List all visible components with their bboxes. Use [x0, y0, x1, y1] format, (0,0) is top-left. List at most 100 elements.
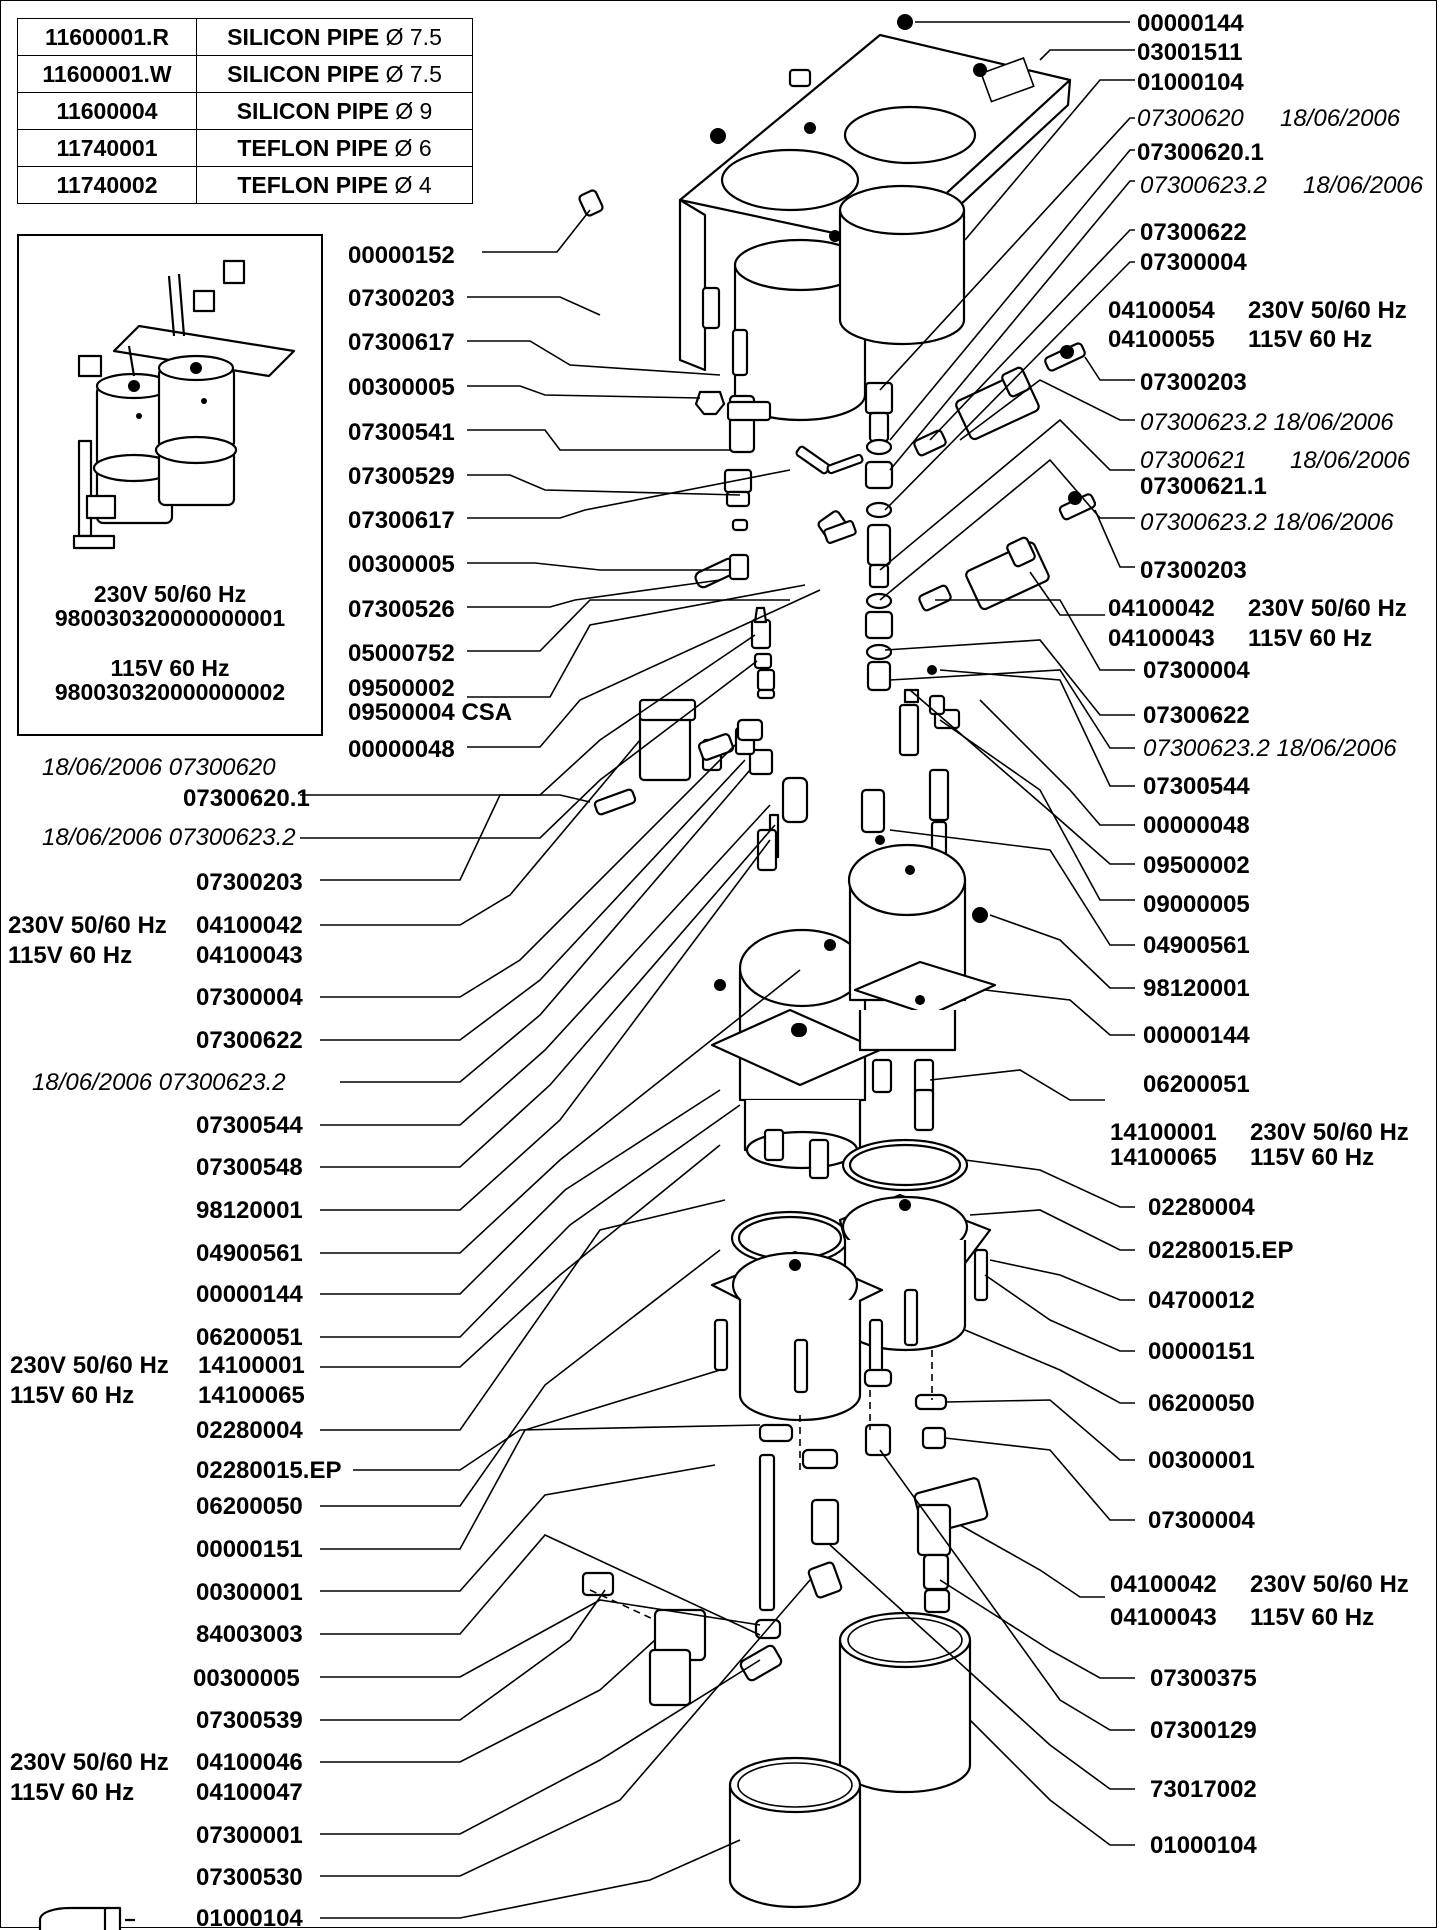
part-label: 06200050 — [196, 1493, 303, 1520]
part-label: 98120001 — [1143, 975, 1250, 1002]
voltage-label: 230V 50/60 Hz — [1248, 595, 1407, 622]
dated-part-label: 07300623.2 18/06/2006 — [1140, 509, 1394, 536]
part-label: 07300622 — [196, 1027, 303, 1054]
part-label: 04100042 — [1108, 595, 1215, 622]
part-label: 02280015.EP — [196, 1457, 341, 1484]
voltage-label: 115V 60 Hz — [1248, 625, 1372, 652]
part-label: 02280004 — [196, 1417, 303, 1444]
voltage-label: 115V 60 Hz — [10, 1382, 134, 1409]
part-label: 04700012 — [1148, 1287, 1255, 1314]
pipe-desc-cell: SILICON PIPE Ø 7.5 — [196, 55, 473, 93]
pipe-code: 11600001.W — [17, 55, 197, 93]
pipe-size: Ø 7.5 — [385, 60, 442, 87]
part-label: 07300548 — [196, 1154, 303, 1181]
part-label: 00300001 — [1148, 1447, 1255, 1474]
voltage-label: 230V 50/60 Hz — [1250, 1119, 1409, 1146]
part-label: 07300541 — [348, 419, 455, 446]
date-label: 18/06/2006 — [1303, 172, 1424, 199]
part-label: 07300539 — [196, 1707, 303, 1734]
voltage-label: 115V 60 Hz — [8, 942, 132, 969]
table-row: 11740001 TEFLON PIPE Ø 6 — [17, 129, 473, 167]
part-label: 07300622 — [1140, 219, 1247, 246]
part-label: 01000104 — [1137, 69, 1244, 96]
part-label: 07300129 — [1150, 1717, 1257, 1744]
part-label: 07300203 — [196, 869, 303, 896]
pipe-code: 11600004 — [17, 92, 197, 130]
part-label: 07300617 — [348, 507, 455, 534]
pipe-desc: SILICON PIPE — [236, 97, 389, 124]
assembled-machine-illustration — [72, 259, 296, 550]
voltage-115-label: 115V 60 Hz — [110, 655, 230, 681]
part-label: 00000048 — [348, 736, 455, 763]
part-label: 04100054 — [1108, 297, 1215, 324]
part-label: 14100065 — [198, 1382, 305, 1409]
part-label: 00000144 — [196, 1281, 303, 1308]
part-label: 00300005 — [348, 374, 455, 401]
part-label: 07300004 — [1148, 1507, 1255, 1534]
part-label: 04100042 — [196, 912, 303, 939]
part-label: 07300622 — [1143, 702, 1250, 729]
table-row: 11600001.W SILICON PIPE Ø 7.5 — [17, 55, 473, 93]
voltage-label: 230V 50/60 Hz — [10, 1352, 169, 1379]
voltage-label: 115V 60 Hz — [10, 1779, 134, 1806]
leader-lines — [300, 21, 1135, 1919]
part-label: 09500004 CSA — [348, 699, 512, 726]
part-label: 84003003 — [196, 1621, 303, 1648]
part-label: 00000048 — [1143, 812, 1250, 839]
part-label: 00000144 — [1137, 10, 1244, 37]
part-label: 04100042 — [1110, 1571, 1217, 1598]
part-label: 09500002 — [348, 675, 455, 702]
pipe-size: Ø 7.5 — [385, 23, 442, 50]
part-label: 00300005 — [348, 551, 455, 578]
part-label: 07300004 — [1143, 657, 1250, 684]
part-label: 07300544 — [1143, 773, 1250, 800]
part-label: 00000151 — [196, 1536, 303, 1563]
voltage-label: 230V 50/60 Hz — [10, 1749, 169, 1776]
part-label: 07300620.1 — [183, 785, 310, 812]
part-label: 07300203 — [348, 285, 455, 312]
part-label: 98120001 — [196, 1197, 303, 1224]
part-label: 09000005 — [1143, 891, 1250, 918]
voltage-label: 230V 50/60 Hz — [1250, 1571, 1409, 1598]
pipe-size: Ø 6 — [394, 134, 432, 161]
part-label: 07300203 — [1140, 557, 1247, 584]
part-label: 00000144 — [1143, 1022, 1250, 1049]
part-label: 07300620.1 — [1137, 139, 1264, 166]
left-labels: 00000152 07300203 07300617 00300005 0730… — [8, 242, 512, 1930]
part-label: 09500002 — [1143, 852, 1250, 879]
voltage-label: 230V 50/60 Hz — [1248, 297, 1407, 324]
part-label: 04100047 — [196, 1779, 303, 1806]
table-row: 11740002 TEFLON PIPE Ø 4 — [17, 166, 473, 204]
part-label: 04900561 — [196, 1240, 303, 1267]
pipe-size: Ø 9 — [395, 97, 433, 124]
dated-part-label: 18/06/2006 07300623.2 — [32, 1069, 286, 1096]
part-label: 04900561 — [1143, 932, 1250, 959]
voltage-label: 115V 60 Hz — [1250, 1604, 1374, 1631]
part-label: 06200051 — [196, 1324, 303, 1351]
dated-part-label: 18/06/2006 07300620 — [42, 754, 276, 781]
voltage-label: 230V 50/60 Hz — [8, 912, 167, 939]
pipe-table: 11600001.R SILICON PIPE Ø 7.5 11600001.W… — [17, 18, 473, 204]
date-label: 18/06/2006 — [1280, 105, 1401, 132]
part-label: 02280004 — [1148, 1194, 1255, 1221]
dated-part-label: 07300623.2 18/06/2006 — [1143, 735, 1397, 762]
part-label: 07300544 — [196, 1112, 303, 1139]
part-label: 00300001 — [196, 1579, 303, 1606]
dated-part-label: 07300623.2 — [1140, 172, 1267, 199]
part-label: 07300526 — [348, 596, 455, 623]
part-label: 04100043 — [196, 942, 303, 969]
pipe-desc: SILICON PIPE — [227, 60, 380, 87]
right-labels: 00000144 03001511 01000104 07300620 18/0… — [1108, 10, 1424, 1859]
part-label: 01000104 — [196, 1905, 303, 1930]
voltage-label: 115V 60 Hz — [1250, 1144, 1374, 1171]
part-label: 06200050 — [1148, 1390, 1255, 1417]
assembled-machine-box: 230V 50/60 Hz 980030320000000001 115V 60… — [17, 234, 323, 736]
table-row: 11600001.R SILICON PIPE Ø 7.5 — [17, 18, 473, 56]
part-label: 03001511 — [1137, 39, 1242, 66]
part-label: 04100043 — [1110, 1604, 1217, 1631]
pipe-desc-cell: SILICON PIPE Ø 7.5 — [196, 18, 473, 56]
part-label: 73017002 — [1150, 1776, 1257, 1803]
part-label: 07300004 — [1140, 249, 1247, 276]
